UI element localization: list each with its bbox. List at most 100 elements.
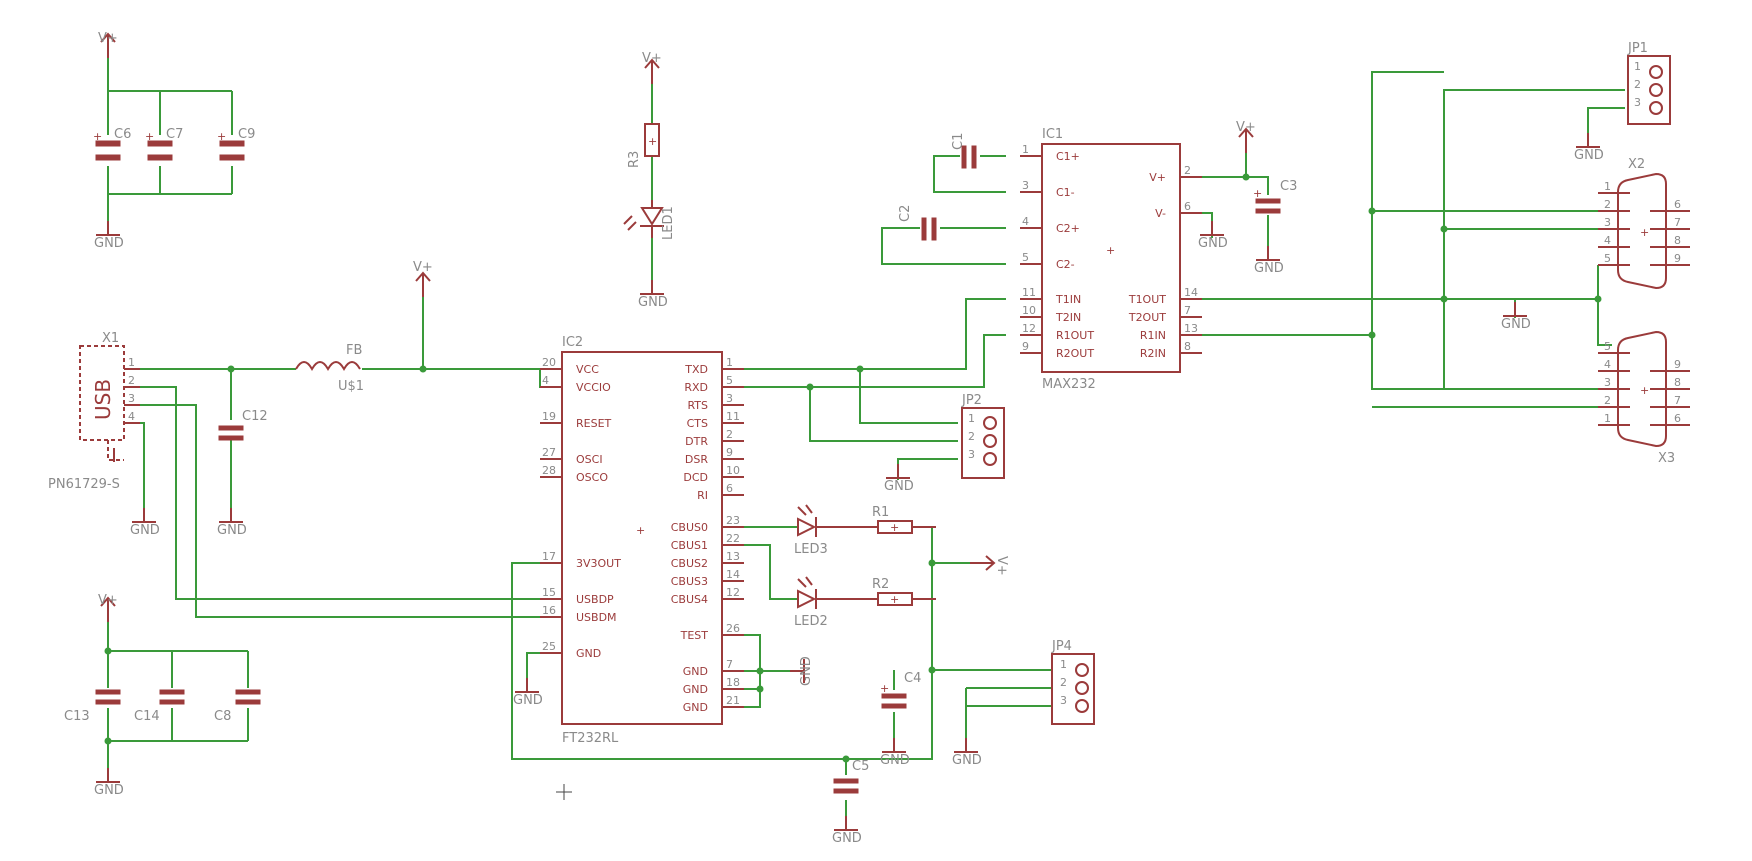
pin-name: R2OUT — [1056, 347, 1094, 360]
pin-number: 3 — [1604, 376, 1611, 389]
pin-name: C1+ — [1056, 150, 1080, 163]
pin-name: T1IN — [1055, 293, 1081, 306]
gnd-label: GND — [952, 753, 982, 768]
led-led3: LED3 — [794, 504, 878, 557]
pin-number: 10 — [1022, 304, 1036, 317]
gnd-symbol — [95, 220, 121, 236]
svg-text:1: 1 — [968, 412, 975, 425]
gnd-symbol — [95, 767, 121, 783]
svg-text:+: + — [1253, 187, 1262, 200]
vplus-label: V+ — [98, 31, 118, 46]
pin-number: 1 — [726, 356, 733, 369]
svg-text:C13: C13 — [64, 709, 90, 724]
pin-name: TEST — [680, 629, 709, 642]
gnd-symbol — [953, 737, 979, 753]
svg-text:C6: C6 — [114, 127, 131, 142]
svg-text:C5: C5 — [852, 759, 869, 774]
capacitor-c12: C12 — [218, 409, 268, 441]
gnd-label: GND — [130, 523, 160, 538]
pin-number: 17 — [542, 550, 556, 563]
pin-number: 5 — [726, 374, 733, 387]
capacitor-c3: + C3 — [1253, 179, 1297, 214]
pin-name: C2+ — [1056, 222, 1080, 235]
usb-label: USB — [91, 379, 115, 420]
pin-number: 6 — [726, 482, 733, 495]
pin-name: CBUS3 — [671, 575, 708, 588]
capacitor-c5: C5 — [833, 759, 869, 794]
pin-number: 20 — [542, 356, 556, 369]
svg-text:X3: X3 — [1658, 451, 1675, 466]
svg-text:+: + — [1106, 244, 1115, 257]
pin-number: 26 — [726, 622, 740, 635]
pin-name: T2IN — [1055, 311, 1081, 324]
pin-number: 2 — [1184, 164, 1191, 177]
pin-number: 9 — [1674, 358, 1681, 371]
vplus-symbol — [969, 555, 995, 571]
jumper-jp4: JP4 1 2 3 — [1051, 639, 1095, 725]
pin-name: V+ — [1149, 171, 1166, 184]
gnd-symbol — [514, 677, 540, 693]
svg-text:JP2: JP2 — [961, 393, 982, 408]
pin-number: 7 — [1184, 304, 1191, 317]
pin-name: GND — [683, 683, 708, 696]
pin-number: 7 — [726, 658, 733, 671]
pin-name: RTS — [687, 399, 708, 412]
gnd-label: GND — [832, 831, 862, 846]
vplus-label: V+ — [642, 51, 662, 66]
led-led1: LED1 — [623, 200, 676, 240]
gnd-symbol — [1255, 245, 1281, 261]
gnd-label: GND — [884, 479, 914, 494]
svg-text:LED2: LED2 — [794, 614, 828, 629]
gnd-symbol — [1575, 132, 1601, 148]
vplus-symbols: V+ V+ V+ V+ V+ V+ — [98, 31, 1256, 623]
junctions — [104, 173, 1602, 763]
pin-name: DSR — [685, 453, 708, 466]
gnd-symbol — [881, 737, 907, 753]
gnd-symbols: GND GND GND GND GND GND GND GND GND GND … — [94, 132, 1604, 846]
pin-name: CBUS2 — [671, 557, 708, 570]
svg-text:4: 4 — [128, 410, 135, 423]
svg-text:C1: C1 — [951, 133, 966, 150]
pin-name: OSCI — [576, 453, 603, 466]
resistor-r2: + R2 — [872, 577, 936, 606]
svg-text:IC1: IC1 — [1042, 127, 1063, 142]
pin-name: CTS — [687, 417, 708, 430]
svg-text:LED3: LED3 — [794, 542, 828, 557]
gnd-label: GND — [799, 656, 814, 686]
svg-text:C2: C2 — [898, 205, 913, 222]
capacitor-c9: + C9 — [217, 127, 255, 161]
capacitor-c1: C1 — [951, 133, 977, 169]
pin-number: 8 — [1184, 340, 1191, 353]
pin-number: 13 — [1184, 322, 1198, 335]
pin-number: 5 — [1604, 340, 1611, 353]
pin-number: 6 — [1674, 198, 1681, 211]
svg-text:+: + — [145, 130, 154, 143]
pin-name: TXD — [684, 363, 708, 376]
gnd-symbol — [131, 507, 157, 523]
pin-number: 9 — [1674, 252, 1681, 265]
pin-number: 1 — [1604, 180, 1611, 193]
svg-text:C14: C14 — [134, 709, 160, 724]
svg-text:+: + — [217, 130, 226, 143]
pin-number: 22 — [726, 532, 740, 545]
pin-name: T2OUT — [1128, 311, 1166, 324]
svg-text:3: 3 — [968, 448, 975, 461]
pin-name: DCD — [683, 471, 708, 484]
pin-number: 28 — [542, 464, 556, 477]
gnd-symbol — [885, 463, 911, 479]
svg-text:2: 2 — [128, 374, 135, 387]
pin-number: 6 — [1184, 200, 1191, 213]
pin-number: 12 — [1022, 322, 1036, 335]
gnd-label: GND — [1198, 236, 1228, 251]
gnd-label: GND — [880, 753, 910, 768]
wires — [107, 54, 1625, 818]
pin-number: 5 — [1022, 251, 1029, 264]
pin-number: 2 — [1604, 394, 1611, 407]
svg-text:+: + — [636, 524, 645, 537]
capacitor-c4: + C4 — [880, 671, 921, 709]
crosshair-cursor-icon — [556, 784, 572, 800]
pin-number: 7 — [1674, 394, 1681, 407]
pin-number: 18 — [726, 676, 740, 689]
svg-text:C4: C4 — [904, 671, 921, 686]
